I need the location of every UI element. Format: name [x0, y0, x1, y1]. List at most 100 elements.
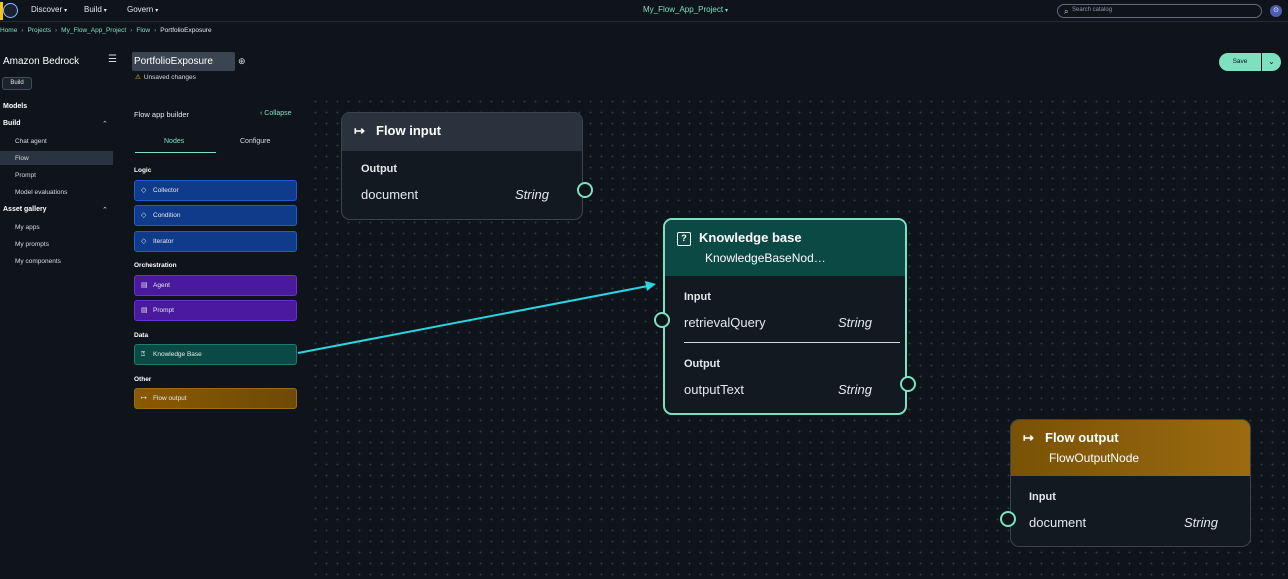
node-subtitle: KnowledgeBaseNod…: [705, 251, 826, 265]
sidebar-item-flow[interactable]: Flow: [15, 155, 29, 162]
sidebar-item-chat-agent[interactable]: Chat agent: [15, 138, 47, 145]
breadcrumb-separator-icon: ›: [55, 27, 58, 34]
active-tab-indicator: [135, 152, 216, 153]
user-avatar-icon[interactable]: ⊙: [1270, 5, 1282, 17]
panel-collapse-button[interactable]: ‹ Collapse: [260, 110, 292, 117]
arrow-right-bar-icon: ↦: [354, 123, 365, 138]
group-other: Other: [134, 376, 152, 383]
add-circle-icon[interactable]: ⊕: [238, 56, 246, 66]
node-agent[interactable]: ▤Agent: [134, 275, 297, 296]
breadcrumb-home[interactable]: Home: [0, 27, 18, 34]
flow-output-node[interactable]: ↦Flow output FlowOutputNode Input docume…: [1000, 419, 1251, 547]
flow-name-field[interactable]: PortfolioExposure: [132, 52, 235, 71]
sidebar: Amazon Bedrock ☰ Build Models Build ⌃ Ch…: [0, 40, 120, 579]
unsaved-text: Unsaved changes: [143, 74, 196, 81]
sidebar-title: Amazon Bedrock: [3, 56, 80, 67]
sidebar-item-my-components[interactable]: My components: [15, 258, 61, 265]
node-label: Condition: [153, 212, 181, 219]
save-options-dropdown[interactable]: ⌄: [1262, 53, 1281, 71]
collapse-label: Collapse: [264, 110, 292, 117]
node-header: ↦Flow input: [342, 113, 582, 151]
node-flow-output[interactable]: ↦ Flow output: [134, 388, 297, 409]
node-prompt[interactable]: ▤ Prompt: [134, 300, 297, 321]
sidebar-section-asset-gallery[interactable]: Asset gallery: [3, 206, 47, 213]
search-input[interactable]: ⌕ Search catalog: [1057, 4, 1262, 18]
output-field-type: String: [515, 187, 549, 202]
sidebar-item-models[interactable]: Models: [3, 103, 28, 110]
nav-discover-menu[interactable]: Discover▾: [31, 5, 67, 14]
chevron-up-icon[interactable]: ⌃: [102, 207, 108, 214]
chevron-down-icon: ▾: [725, 8, 729, 14]
section-divider: [684, 342, 900, 343]
breadcrumb-projects[interactable]: Projects: [27, 27, 51, 34]
logo-accent: [0, 2, 3, 20]
arrow-right-bar-icon: ↦: [141, 395, 147, 402]
chevron-up-icon[interactable]: ⌃: [102, 121, 108, 128]
node-label: Flow output: [153, 395, 187, 402]
node-collector[interactable]: ◇ Collector: [134, 180, 297, 201]
chevron-left-icon: ‹: [260, 110, 263, 117]
group-data: Data: [134, 332, 149, 339]
section-output-label: Output: [361, 163, 398, 175]
document-icon: ▤: [141, 307, 148, 314]
nav-build-menu[interactable]: Build▾: [84, 5, 107, 14]
chevron-down-icon: ▾: [64, 8, 68, 14]
chevron-down-icon: ▾: [155, 8, 159, 14]
group-orchestration: Orchestration: [134, 262, 177, 269]
app-logo-icon[interactable]: [3, 3, 18, 18]
node-header: ? Knowledge base KnowledgeBaseNod…: [665, 220, 905, 276]
output-field-name: document: [361, 187, 419, 202]
breadcrumb-separator-icon: ›: [154, 27, 157, 34]
section-input-label: Input: [684, 291, 711, 303]
sidebar-item-my-prompts[interactable]: My prompts: [15, 241, 49, 248]
sidebar-section-build[interactable]: Build: [3, 120, 21, 127]
search-placeholder: Search catalog: [1072, 7, 1113, 13]
node-iterator[interactable]: ◇ Iterator: [134, 231, 297, 252]
diamond-icon: ◇: [141, 212, 147, 219]
node-label: Iterator: [153, 238, 174, 245]
input-port[interactable]: [654, 312, 670, 328]
nav-govern-menu[interactable]: Govern▾: [127, 5, 158, 14]
diamond-icon: ◇: [141, 238, 147, 245]
breadcrumb-flow[interactable]: Flow: [136, 27, 151, 34]
output-port[interactable]: [900, 376, 916, 392]
node-label: Prompt: [153, 307, 174, 314]
node-subtitle: FlowOutputNode: [1049, 451, 1140, 465]
node-label: Collector: [153, 187, 179, 194]
flow-input-node[interactable]: ↦Flow input Output document String: [341, 112, 593, 220]
node-label: Knowledge Base: [153, 351, 202, 358]
project-name: My_Flow_App_Project: [643, 5, 724, 14]
knowledge-base-icon: ⍰: [141, 351, 146, 358]
flow-builder-panel: Flow app builder ‹ Collapse Nodes Config…: [122, 96, 308, 579]
node-condition[interactable]: ◇ Condition: [134, 205, 297, 226]
save-button[interactable]: Save: [1219, 53, 1261, 71]
breadcrumb-current: PortfolioExposure: [160, 27, 212, 34]
sidebar-collapse-icon[interactable]: ☰: [108, 54, 117, 65]
sidebar-item-model-evaluations[interactable]: Model evaluations: [15, 189, 68, 196]
diamond-icon: ◇: [141, 187, 147, 194]
unsaved-indicator: ⚠Unsaved changes: [135, 73, 196, 81]
node-label: Agent: [153, 282, 170, 289]
input-port[interactable]: [1000, 511, 1016, 527]
output-field-name: outputText: [684, 382, 744, 397]
output-field-type: String: [838, 382, 872, 397]
nav-govern-label: Govern: [127, 5, 154, 14]
node-knowledge-base[interactable]: ⍰ Knowledge Base: [134, 344, 297, 365]
breadcrumb-project[interactable]: My_Flow_App_Project: [61, 27, 127, 34]
sidebar-active-highlight: [0, 151, 113, 165]
group-logic: Logic: [134, 167, 152, 174]
connection-arrow-icon: [645, 281, 656, 291]
breadcrumb-separator-icon: ›: [21, 27, 24, 34]
knowledge-base-node[interactable]: ?Knowledge base KnowledgeBaseNod… Input …: [654, 218, 916, 415]
output-port[interactable]: [577, 182, 593, 198]
question-square-icon: ?: [677, 232, 691, 246]
node-title: Knowledge base: [699, 230, 802, 245]
top-navigation: Discover▾ Build▾ Govern▾ My_Flow_App_Pro…: [0, 0, 1288, 22]
tab-configure[interactable]: Configure: [240, 138, 271, 145]
sidebar-item-my-apps[interactable]: My apps: [15, 224, 40, 231]
sidebar-item-prompt[interactable]: Prompt: [15, 172, 36, 179]
tab-nodes[interactable]: Nodes: [164, 138, 185, 145]
project-selector[interactable]: My_Flow_App_Project▾: [643, 5, 728, 14]
